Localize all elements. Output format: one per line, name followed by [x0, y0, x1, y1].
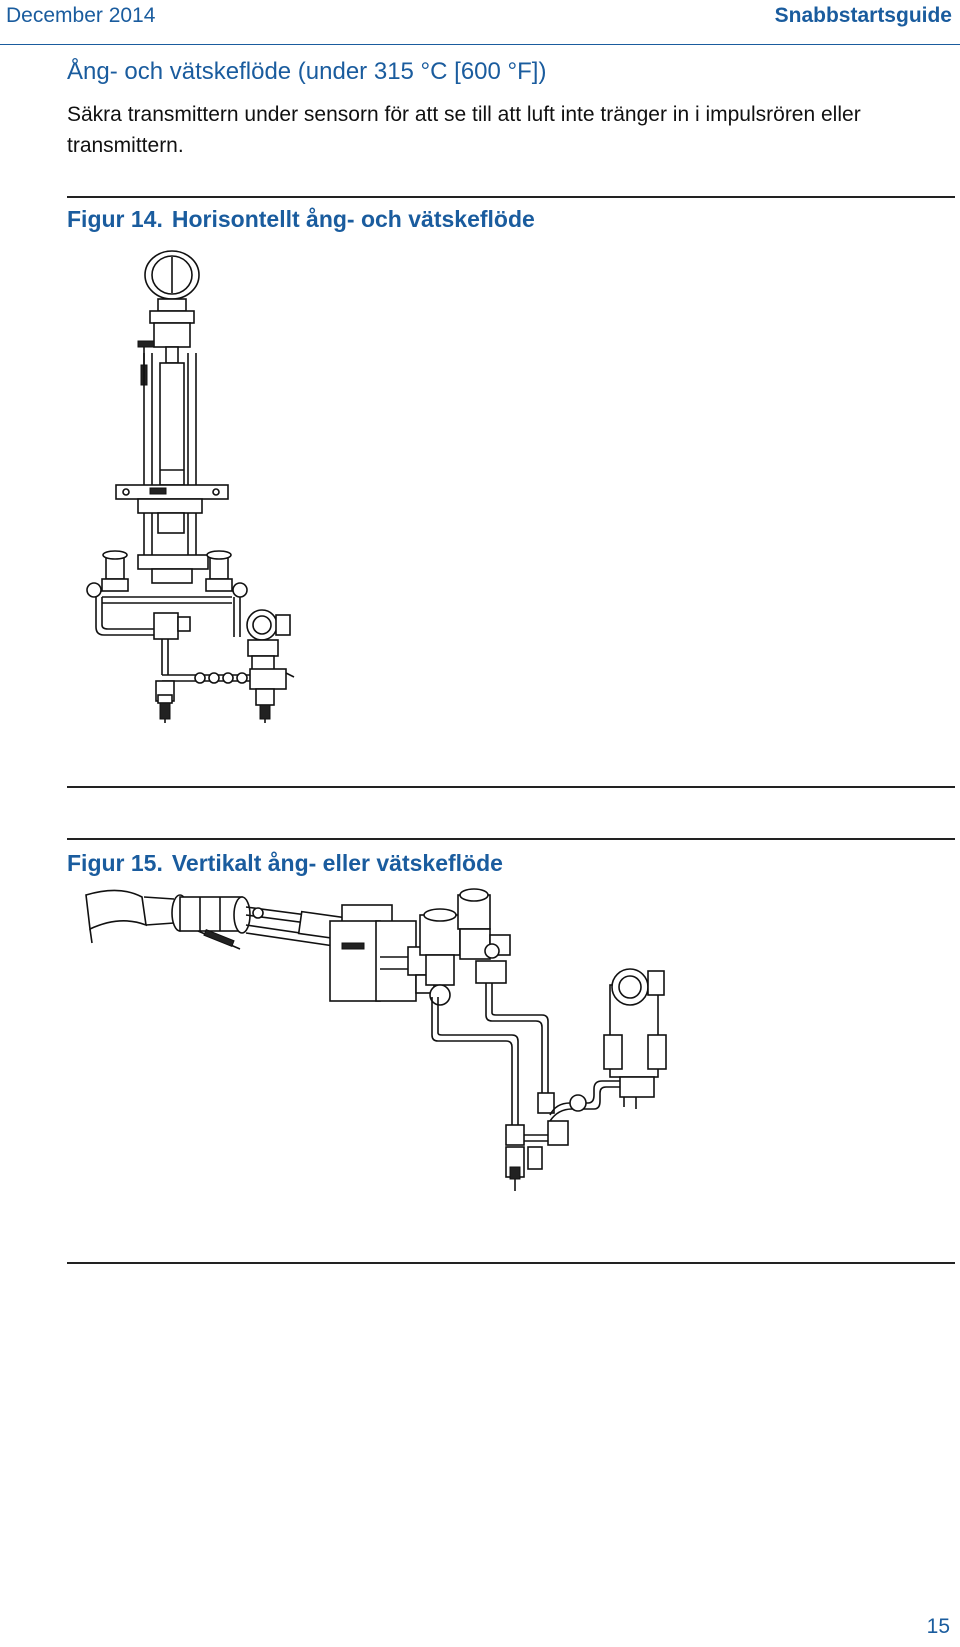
header-date: December 2014 — [6, 4, 156, 27]
figure-14-number: Figur 14. — [67, 206, 163, 232]
vertical-flow-illustration — [85, 888, 667, 1191]
horizontal-flow-illustration — [86, 250, 295, 723]
header-guide-title: Snabbstartsguide — [774, 4, 952, 27]
figure-14-caption: Figur 14. Horisontellt ång- och vätskeflö… — [67, 206, 535, 233]
header-divider — [0, 44, 960, 45]
figure-14-top-rule — [67, 196, 955, 198]
figure-15-bottom-rule — [67, 1262, 955, 1264]
figure-14-bottom-rule — [67, 786, 955, 788]
figure-15-title: Vertikalt ång- eller vätskeflöde — [171, 850, 503, 876]
figure-15-caption: Figur 15. Vertikalt ång- eller vätskeflöd… — [67, 850, 503, 877]
page-number: 15 — [926, 1615, 950, 1638]
section-title: Ång- och vätskeflöde (under 315 °C [600 … — [67, 58, 547, 85]
section-body: Säkra transmittern under sensorn för att… — [67, 103, 861, 157]
figure-14-title: Horisontellt ång- och vätskeflöde — [171, 206, 535, 232]
figure-15-number: Figur 15. — [67, 850, 163, 876]
figure-15-top-rule — [67, 838, 955, 840]
